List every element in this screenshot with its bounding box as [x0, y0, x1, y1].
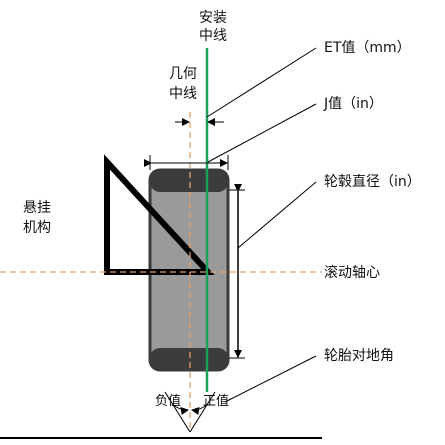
et-value-label: ET值（mm） — [324, 40, 411, 56]
suspension-triangle — [104, 154, 215, 275]
camber-angle-marks — [164, 391, 216, 433]
tire-bottom-band — [150, 348, 228, 370]
mounting-centerline-label-1: 安装 — [199, 10, 227, 26]
suspension-label-2: 机构 — [23, 220, 51, 236]
positive-label: 正值 — [203, 393, 229, 409]
suspension-label-1: 悬挂 — [23, 200, 51, 216]
j-leader — [207, 103, 317, 163]
camber-leader — [224, 355, 317, 403]
camber-angle-label: 轮胎对地角 — [324, 348, 394, 364]
rim-diameter-label: 轮毂直径（in） — [324, 173, 421, 190]
geometric-centerline-label-2: 中线 — [169, 86, 197, 102]
rim-diameter-dimension — [229, 184, 245, 359]
rim-width-dimension — [144, 155, 229, 170]
rolling-axis-label: 滚动轴心 — [324, 264, 380, 281]
geometric-centerline-label-1: 几何 — [169, 66, 197, 82]
j-value-label: J值（in） — [323, 96, 383, 112]
negative-label: 负值 — [155, 393, 181, 409]
et-leader — [206, 47, 317, 118]
tire-top-band — [150, 170, 228, 192]
mounting-centerline-label-2: 中线 — [199, 28, 227, 44]
rim-diameter-leader — [237, 181, 317, 249]
